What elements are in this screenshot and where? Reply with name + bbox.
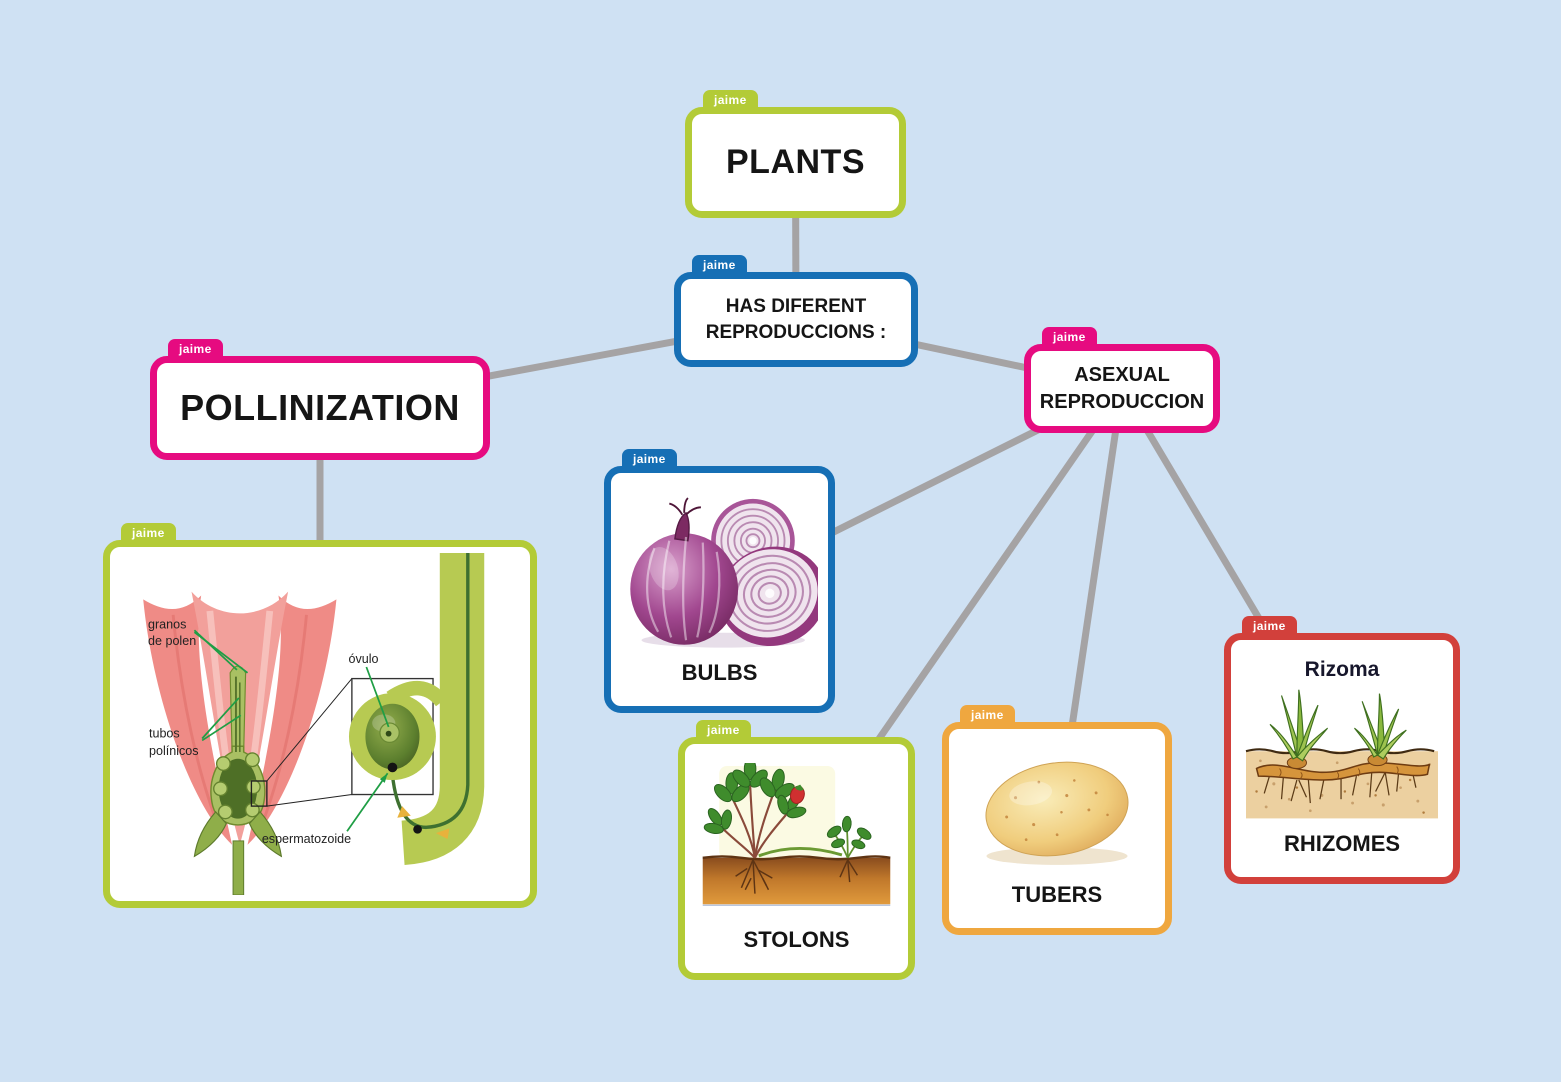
svg-text:de polen: de polen (148, 634, 196, 648)
node-label: TUBERS (1011, 882, 1103, 907)
node-label: STOLONS (743, 927, 850, 952)
node-label: POLLINIZATION (180, 387, 460, 429)
node-stolons[interactable]: STOLONS jaime (678, 720, 915, 980)
node-pollinization[interactable]: POLLINIZATION jaime (150, 339, 490, 460)
node-label: RHIZOMES (1283, 831, 1401, 856)
author-tag: jaime (168, 339, 223, 363)
author-tag: jaime (692, 255, 747, 279)
author-tag: jaime (121, 523, 176, 547)
image-title: Rizoma (1304, 658, 1380, 681)
node-body[interactable]: BULBS (604, 466, 835, 713)
node-body[interactable]: TUBERS (942, 722, 1172, 935)
node-body[interactable]: ASEXUAL REPRODUCCION (1024, 344, 1220, 433)
node-label: PLANTS (726, 143, 865, 182)
node-bulbs[interactable]: BULBS jaime (604, 449, 835, 713)
author-tag: jaime (960, 705, 1015, 729)
svg-text:polínicos: polínicos (149, 744, 199, 758)
node-tubers[interactable]: TUBERS jaime (942, 705, 1172, 935)
node-rhizomes[interactable]: Rizoma (1224, 616, 1460, 884)
strawberry-stolon-illustration (702, 762, 891, 906)
diagram-label-tubos-polinicos: tubos (149, 727, 180, 741)
node-has-reproductions[interactable]: HAS DIFERENT REPRODUCCIONS : jaime (674, 255, 918, 367)
diagram-label-ovulo: óvulo (348, 652, 378, 666)
node-body[interactable]: PLANTS (685, 107, 906, 218)
node-body[interactable]: Rizoma (1224, 633, 1460, 884)
node-body[interactable]: granos de polen tubos polínicos óvulo es… (103, 540, 537, 908)
author-tag: jaime (703, 90, 758, 114)
node-pollination-figure[interactable]: granos de polen tubos polínicos óvulo es… (103, 523, 537, 908)
author-tag: jaime (1242, 616, 1297, 640)
node-body[interactable]: STOLONS (678, 737, 915, 980)
node-label: BULBS (681, 660, 758, 685)
author-tag: jaime (622, 449, 677, 473)
node-body[interactable]: HAS DIFERENT REPRODUCCIONS : (674, 272, 918, 367)
rhizome-illustration (1245, 689, 1438, 818)
node-plants[interactable]: PLANTS jaime (685, 90, 906, 218)
node-label: ASEXUAL REPRODUCCION (1039, 364, 1205, 413)
author-tag: jaime (696, 720, 751, 744)
diagram-label-granos-de-polen: granos (148, 617, 186, 631)
node-body[interactable]: POLLINIZATION (150, 356, 490, 460)
red-onion-photo (630, 496, 818, 648)
flower-pollination-diagram: granos de polen tubos polínicos óvulo es… (143, 553, 485, 895)
diagram-label-espermatozoide: espermatozoide (262, 832, 351, 846)
node-label: HAS DIFERENT REPRODUCCIONS : (705, 296, 887, 343)
author-tag: jaime (1042, 327, 1097, 351)
potato-photo (985, 761, 1129, 865)
node-asexual-reproduction[interactable]: ASEXUAL REPRODUCCION jaime (1024, 327, 1220, 433)
